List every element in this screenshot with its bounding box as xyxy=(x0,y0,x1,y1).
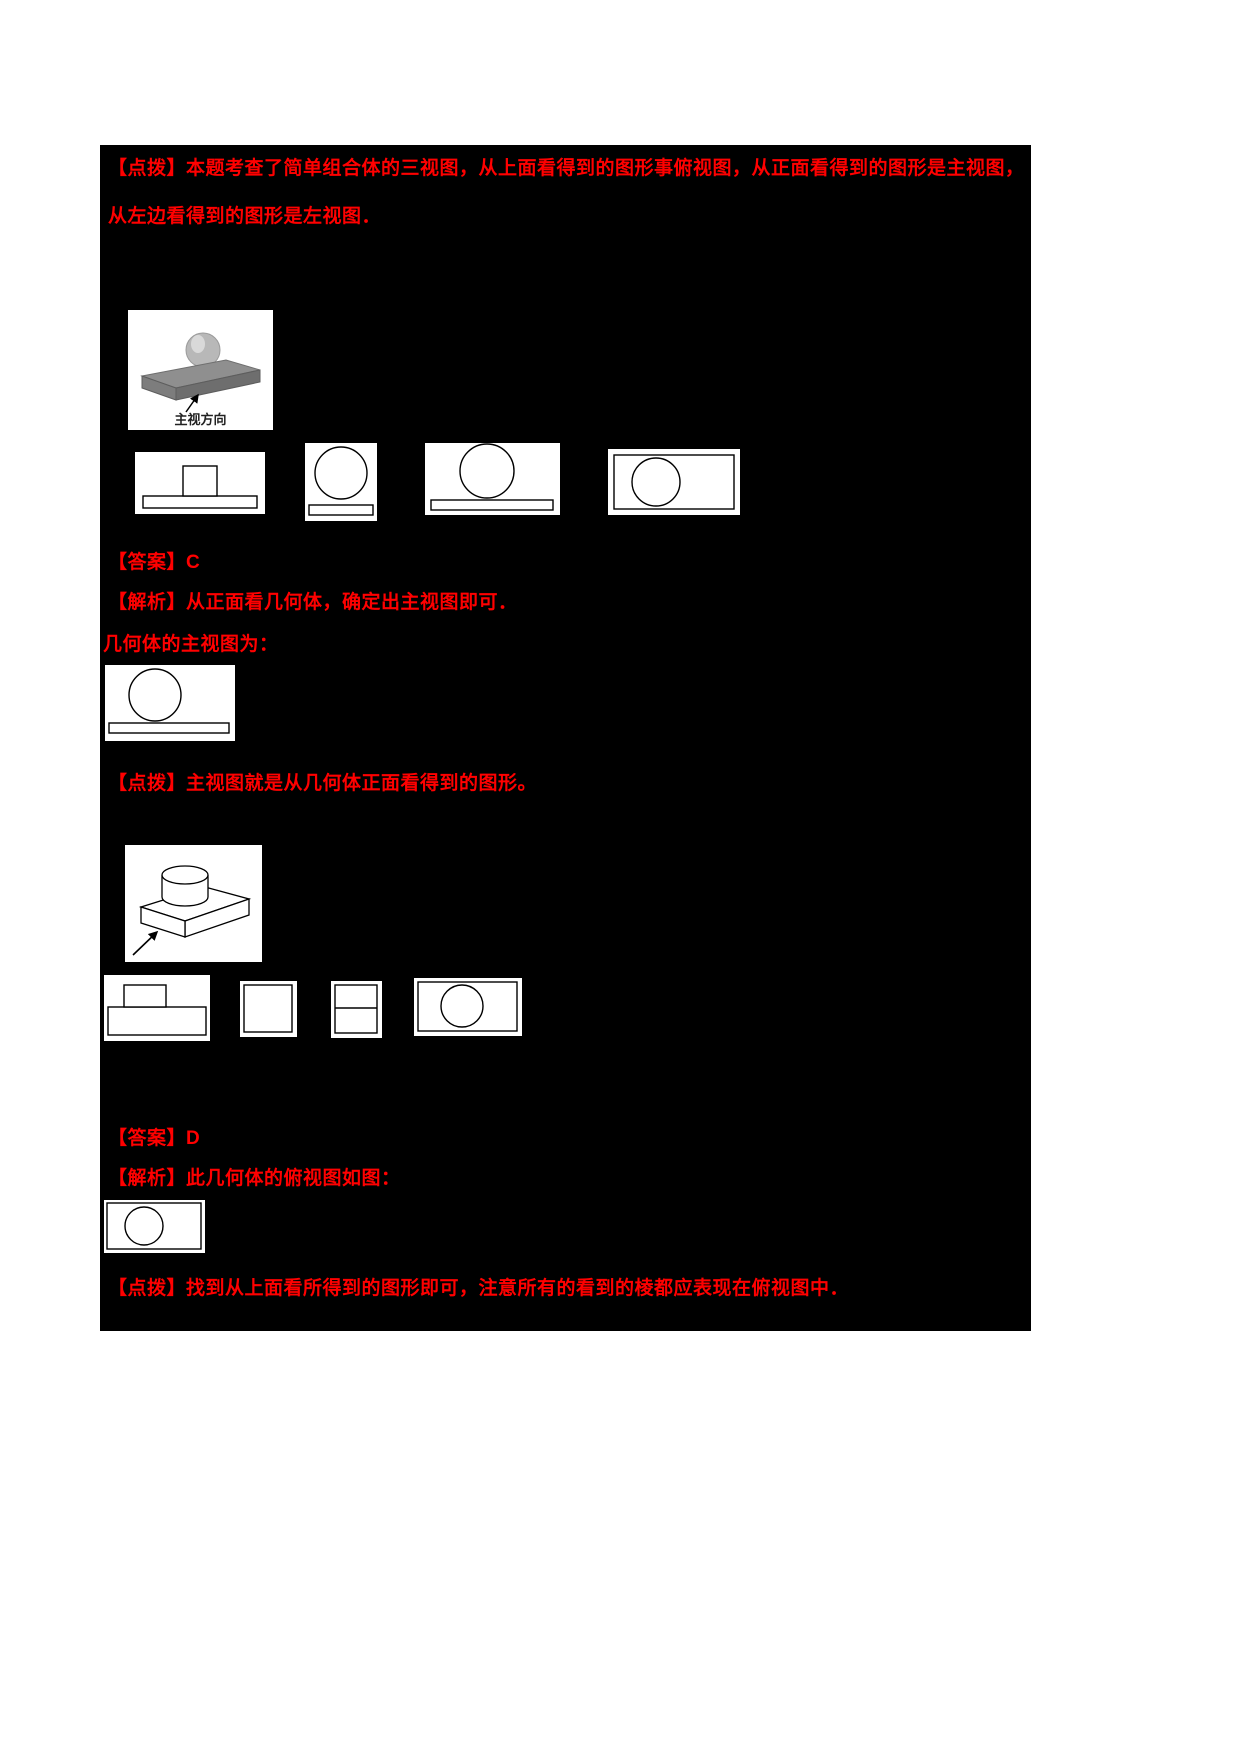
worksheet-panel: 【点拨】本题考查了简单组合体的三视图，从上面看得到的图形事俯视图，从正面看得到的… xyxy=(100,145,1031,1331)
q2-option-c-figure xyxy=(331,981,382,1038)
q1-tip-after-text: 【点拨】主视图就是从几何体正面看得到的图形。 xyxy=(108,773,538,794)
q2-option-b-figure xyxy=(240,981,297,1037)
q2-option-d-figure xyxy=(414,978,522,1036)
q1-answer-text: 【答案】C xyxy=(108,552,201,573)
q1-main-view-figure xyxy=(105,665,235,741)
q1-view-lead-in-text: 几何体的主视图为： xyxy=(103,634,279,655)
sphere-on-slab-illustration xyxy=(140,332,261,413)
q1-solid-figure: 主视方向 xyxy=(128,310,273,430)
q1-option-b-figure xyxy=(305,443,377,521)
q2-answer-text: 【答案】D xyxy=(108,1128,201,1149)
q2-option-a-figure xyxy=(104,975,210,1041)
q2-tip-text: 【点拨】找到从上面看所得到的图形即可，注意所有的看到的棱都应表现在俯视图中． xyxy=(108,1278,850,1299)
q2-analysis-text: 【解析】此几何体的俯视图如图： xyxy=(108,1168,401,1189)
q1-option-a-figure xyxy=(135,452,265,514)
q2-solid-figure xyxy=(125,845,262,962)
cylinder-on-box-illustration xyxy=(132,865,252,956)
q1-analysis-text: 【解析】从正面看几何体，确定出主视图即可． xyxy=(108,592,518,613)
q1-option-d-figure xyxy=(608,449,740,515)
q2-top-view-figure xyxy=(104,1200,205,1253)
q1-tip-text: 【点拨】本题考查了简单组合体的三视图，从上面看得到的图形事俯视图，从正面看得到的… xyxy=(108,158,1025,227)
q1-option-c-figure xyxy=(425,443,560,515)
view-direction-caption: 主视方向 xyxy=(174,412,227,427)
